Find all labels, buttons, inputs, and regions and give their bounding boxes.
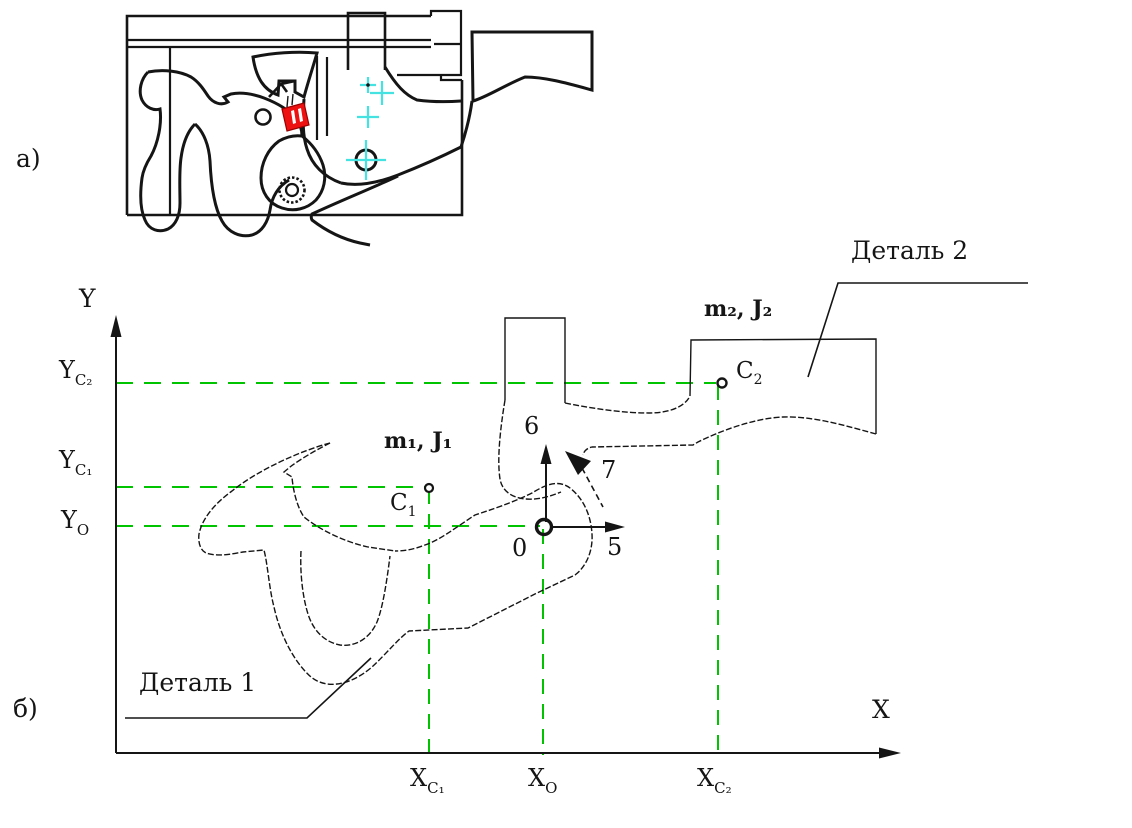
part1-mass-label: m₁, J₁	[384, 428, 453, 454]
coordinate-7-label: 7	[601, 456, 617, 484]
part1-outer-outline	[198, 442, 593, 685]
highlighted-component	[268, 79, 310, 132]
housing-rails	[127, 38, 431, 49]
y-tick-yc1: YC₁	[59, 448, 92, 478]
pivot-pin-inner	[284, 182, 300, 198]
center-mark-dot	[366, 83, 370, 87]
y-tick-yc2-main: Y	[59, 356, 75, 384]
c2-point-label-sub: 2	[753, 372, 763, 388]
center-marks	[346, 77, 394, 180]
center-mark-lower-icon	[357, 106, 379, 128]
coordinate-6-label: 6	[524, 412, 540, 440]
part2-spur-outline	[504, 317, 566, 403]
spring-wires	[286, 93, 294, 108]
figure-b-label: б)	[13, 694, 38, 723]
sear-hook-outline	[193, 122, 290, 238]
pivot-pin-outer	[278, 176, 306, 204]
x-tick-xc2: XC₂	[697, 766, 732, 796]
part2-left-body-outline	[498, 399, 562, 500]
hammer-body-lower-edge	[340, 100, 474, 186]
x-tick-xc1-sub: C₁	[427, 779, 445, 797]
y-axis-label: Y	[79, 284, 96, 313]
c1-point-label-sub: 1	[407, 504, 417, 520]
red-part	[281, 102, 310, 132]
hammer-neck-edge	[383, 66, 462, 104]
part2-arm-top-outline	[564, 395, 691, 414]
red-part-slot-2	[298, 108, 303, 122]
figure-a-drawing	[125, 9, 594, 247]
trigger-tip-outline	[309, 174, 399, 247]
c2-marker	[716, 377, 728, 389]
x-tick-xc2-sub: C₂	[714, 779, 732, 797]
part1-label: Деталь 1	[139, 668, 257, 697]
channel-lines	[315, 56, 329, 140]
sear-left-outline	[138, 70, 197, 233]
x-tick-xo: XO	[528, 766, 557, 796]
x-axis-arrowhead	[879, 747, 901, 759]
part2-label: Деталь 2	[851, 236, 969, 265]
arrow-7-leader	[581, 467, 604, 508]
x-axis-label: X	[872, 695, 890, 724]
center-mark-upper-icon	[370, 81, 394, 105]
c1-point-label-main: C	[390, 490, 408, 516]
c2-point-label: C2	[736, 358, 763, 388]
breech-bar-outline	[346, 11, 387, 70]
hammer-wedge-outline	[251, 50, 319, 100]
y-tick-yc2: YC₂	[59, 358, 92, 388]
y-tick-yc2-sub: C₂	[74, 371, 93, 389]
part2-mass-label: m₂, J₂	[704, 296, 773, 322]
retainer-bracket	[268, 79, 296, 98]
axis-5-arrowhead	[605, 521, 625, 533]
sear-lobe-outline	[259, 134, 327, 212]
coordinate-5-label: 5	[607, 533, 623, 561]
c1-point-label: C1	[390, 490, 417, 520]
x-tick-xo-main: X	[528, 764, 546, 792]
center-mark-crosshair-icon	[346, 140, 386, 180]
figure-b-drawing	[110, 282, 1028, 759]
part1-label-leader	[125, 657, 372, 719]
part1-hook-slot-outline	[300, 550, 391, 646]
red-part-slot-1	[291, 110, 296, 124]
x-tick-xo-sub: O	[545, 779, 558, 797]
y-tick-yo-sub: O	[76, 521, 90, 539]
arrow-7-head	[565, 451, 591, 475]
axis-6-arrowhead	[540, 444, 552, 464]
part2-label-leader	[807, 282, 1028, 378]
c1-marker	[423, 482, 435, 494]
y-axis-arrowhead	[110, 315, 122, 337]
c2-point-label-main: C	[736, 358, 754, 384]
y-tick-yc1-main: Y	[59, 446, 75, 474]
housing-outline	[125, 14, 464, 217]
part1-beak-notch-outline	[282, 442, 396, 552]
small-hole	[254, 108, 272, 126]
housing-top-right-block	[429, 9, 463, 82]
figure-a-label: а)	[16, 144, 41, 173]
x-tick-xc2-main: X	[697, 764, 715, 792]
y-tick-yo-main: Y	[61, 506, 77, 534]
stock-piece-outline	[470, 30, 594, 103]
origin-label: 0	[512, 534, 528, 562]
y-tick-yc1-sub: C₁	[74, 461, 93, 479]
part2-arm-bottom-outline	[582, 416, 877, 456]
x-tick-xc1: XC₁	[410, 766, 445, 796]
x-tick-xc1-main: X	[410, 764, 428, 792]
part2-block-outline	[689, 338, 877, 434]
y-tick-yo: YO	[61, 508, 89, 538]
